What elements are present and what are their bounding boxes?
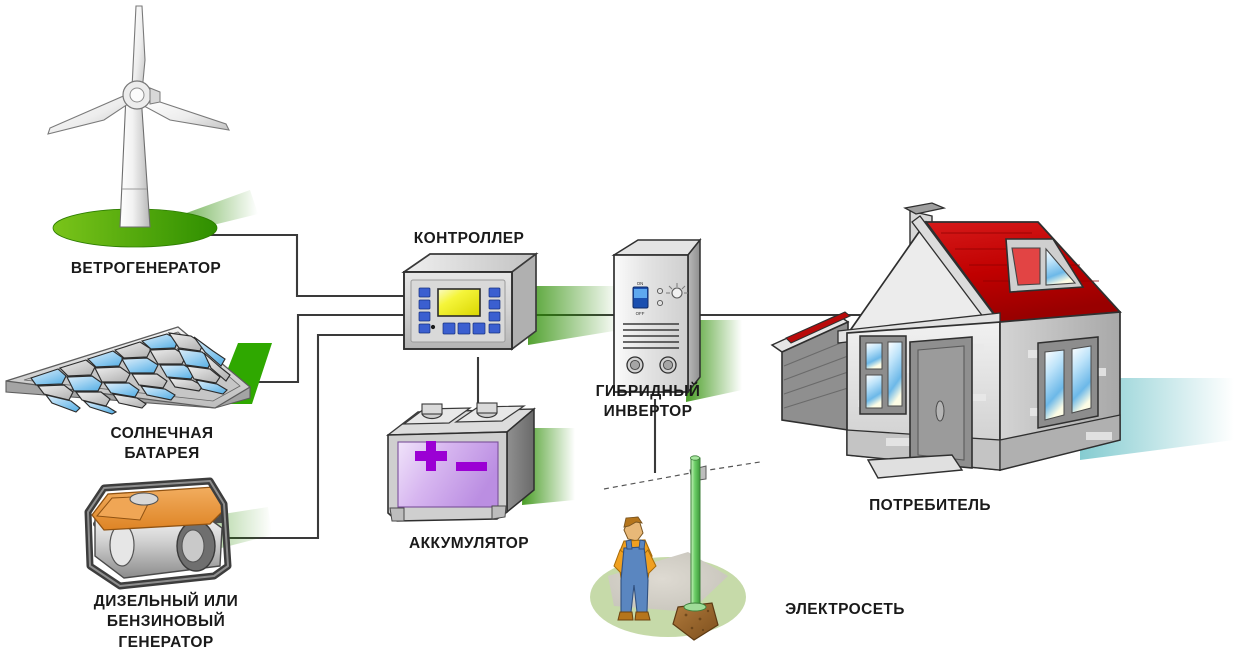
wire-solar-to-controller [243, 313, 406, 384]
house-foundation-side [999, 414, 1121, 471]
grid-pole-base-ring [683, 602, 707, 612]
inverter-status-lamp-icon [666, 283, 688, 299]
inverter-indicator-lower [656, 299, 664, 307]
turbine-blade-left [47, 93, 132, 135]
battery-minus-icon [456, 462, 487, 471]
generator-frame-front-hl [87, 480, 229, 587]
door-handle-icon [935, 400, 945, 422]
controller-buttons-right[interactable] [488, 287, 501, 334]
controller-buttons-left[interactable] [418, 287, 431, 334]
controller-green-glow [528, 286, 620, 345]
wind-turbine-icon [47, 5, 258, 248]
grid-soil-speckles [684, 609, 710, 632]
inverter-side-face [687, 237, 701, 395]
controller-icon [401, 252, 620, 351]
battery-icon [385, 402, 575, 522]
turbine-blade-up [131, 5, 146, 93]
technician-hair [623, 516, 643, 528]
generator-fuel-cap [129, 492, 159, 506]
wire-wind-to-controller [173, 233, 406, 298]
controller-led [430, 324, 436, 330]
label-generator: ДИЗЕЛЬНЫЙ ИЛИ БЕНЗИНОВЫЙ ГЕНЕРАТОР [93, 593, 239, 651]
house-entrance-step [866, 454, 964, 479]
technician-overall-straps [625, 539, 646, 550]
garage-door-lines [783, 339, 849, 409]
solar-panel-icon [5, 326, 272, 415]
house-front-window [859, 335, 907, 415]
turbine-nacelle-tail [149, 87, 161, 105]
garage-roof-red-edge [785, 311, 851, 344]
inverter-knobs[interactable] [626, 356, 677, 374]
technician-overalls [620, 546, 649, 613]
battery-foot-left [389, 507, 405, 522]
battery-plus-icon [415, 441, 447, 471]
house-side-window [1037, 336, 1099, 429]
inverter-indicator-upper [656, 287, 664, 295]
technician-boot-left [617, 611, 634, 621]
turbine-hub [129, 87, 145, 103]
house-icon [770, 202, 1234, 479]
house-chimney-cap [903, 202, 947, 215]
inverter-power-switch[interactable]: ON OFF [632, 281, 649, 316]
battery-terminal-negative-post [476, 402, 498, 414]
wire-generator-to-controller [226, 333, 406, 540]
solar-cell-grid [30, 332, 231, 415]
label-battery: АККУМУЛЯТОР [409, 535, 529, 552]
label-solar-panel: СОЛНЕЧНАЯ БАТАРЕЯ [110, 425, 214, 463]
battery-foot-right [491, 505, 507, 520]
grid-utility-pole [690, 457, 701, 619]
electric-grid-icon [590, 455, 761, 641]
generator-drum-left [109, 523, 135, 567]
dormer-glass-right [1045, 247, 1077, 286]
label-wind-turbine: ВЕТРОГЕНЕРАТОР [70, 260, 222, 277]
battery-green-glow [522, 428, 575, 505]
generator-icon [84, 477, 272, 590]
controller-right-face [511, 252, 537, 351]
battery-polarity-marks [415, 441, 487, 471]
house-front-door[interactable] [909, 336, 973, 469]
grid-power-line [603, 461, 761, 490]
grid-pole-soil-mound [672, 602, 719, 641]
battery-front-panel [397, 441, 499, 508]
grid-technician-figure [613, 516, 657, 621]
svg-text:ON: ON [637, 281, 644, 286]
label-grid: ЭЛЕКТРОСЕТЬ [785, 601, 905, 618]
label-inverter: ГИБРИДНЫЙ ИНВЕРТОР [595, 383, 701, 421]
inverter-vent-slots [623, 323, 679, 349]
label-consumer: ПОТРЕБИТЕЛЬ [869, 497, 991, 514]
label-controller: КОНТРОЛЛЕР [413, 230, 525, 247]
controller-screen [437, 288, 481, 317]
grid-pole-top-cap [690, 455, 701, 461]
controller-buttons-bottom[interactable] [442, 322, 486, 335]
dormer-glass-left [1011, 247, 1041, 286]
technician-boot-right [634, 611, 651, 621]
battery-terminal-positive-post [421, 403, 443, 415]
generator-drum-right-inner [181, 529, 205, 563]
inverter-top-face [611, 239, 702, 256]
turbine-blades [47, 5, 230, 135]
turbine-tower [119, 94, 151, 228]
svg-text:OFF: OFF [636, 311, 645, 316]
inverter-icon: ON OFF [611, 237, 742, 402]
